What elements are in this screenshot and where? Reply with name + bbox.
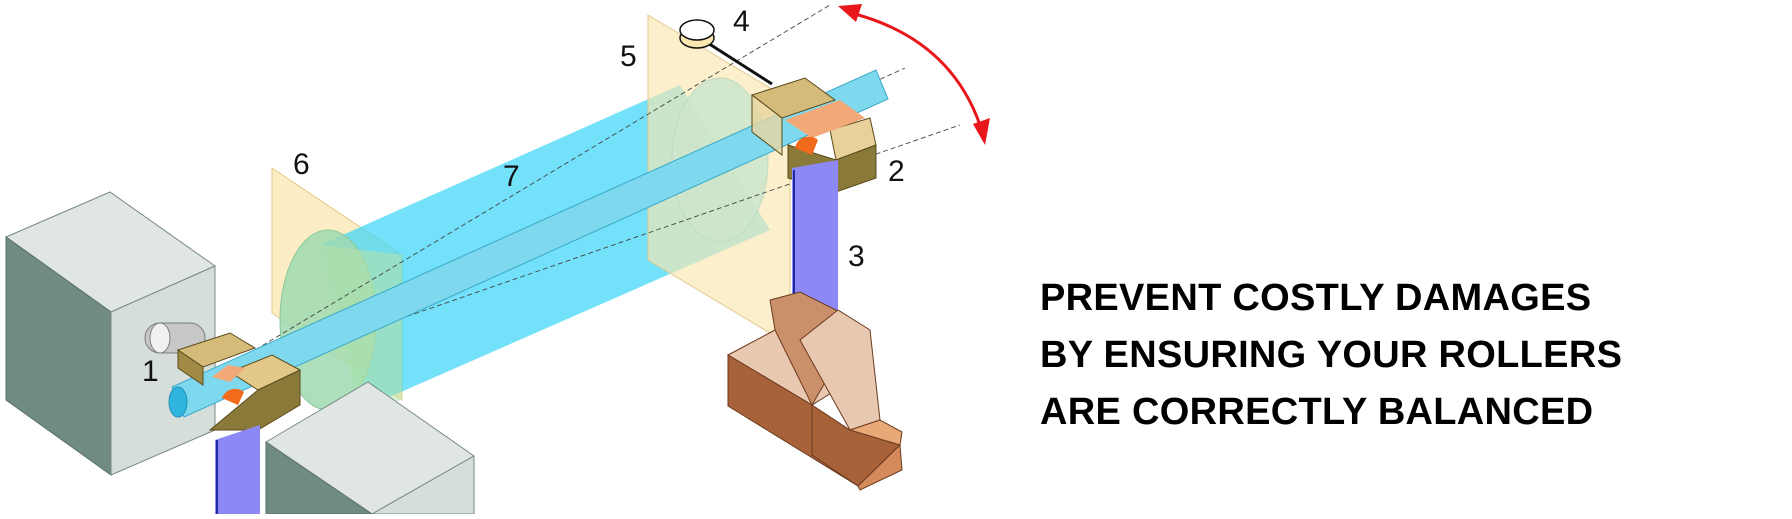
shaft — [168, 69, 889, 418]
balancing-weight — [679, 19, 773, 86]
left-pin — [144, 322, 206, 354]
headline-line-1: PREVENT COSTLY DAMAGES — [1040, 277, 1592, 319]
headline-line-3: ARE CORRECTLY BALANCED — [1040, 391, 1594, 433]
rotation-arrow — [838, 4, 990, 145]
label-support-strut: 3 — [848, 240, 865, 273]
left-housing — [4, 191, 217, 476]
strut-left — [215, 425, 260, 514]
left-housing-front — [265, 381, 475, 515]
label-correction-plane-right: 5 — [620, 40, 637, 73]
label-correction-plane-left: 6 — [293, 148, 310, 181]
pedestal — [726, 291, 903, 491]
headline-line-2: BY ENSURING YOUR ROLLERS — [1040, 334, 1623, 376]
headline: PREVENT COSTLY DAMAGES BY ENSURING YOUR … — [1040, 270, 1780, 441]
label-support-bearing-left: 1 — [142, 355, 159, 388]
label-support-bearing-right: 2 — [888, 155, 905, 188]
label-balancing-weight: 4 — [733, 5, 750, 38]
label-rotor-cylinder: 7 — [503, 160, 520, 193]
